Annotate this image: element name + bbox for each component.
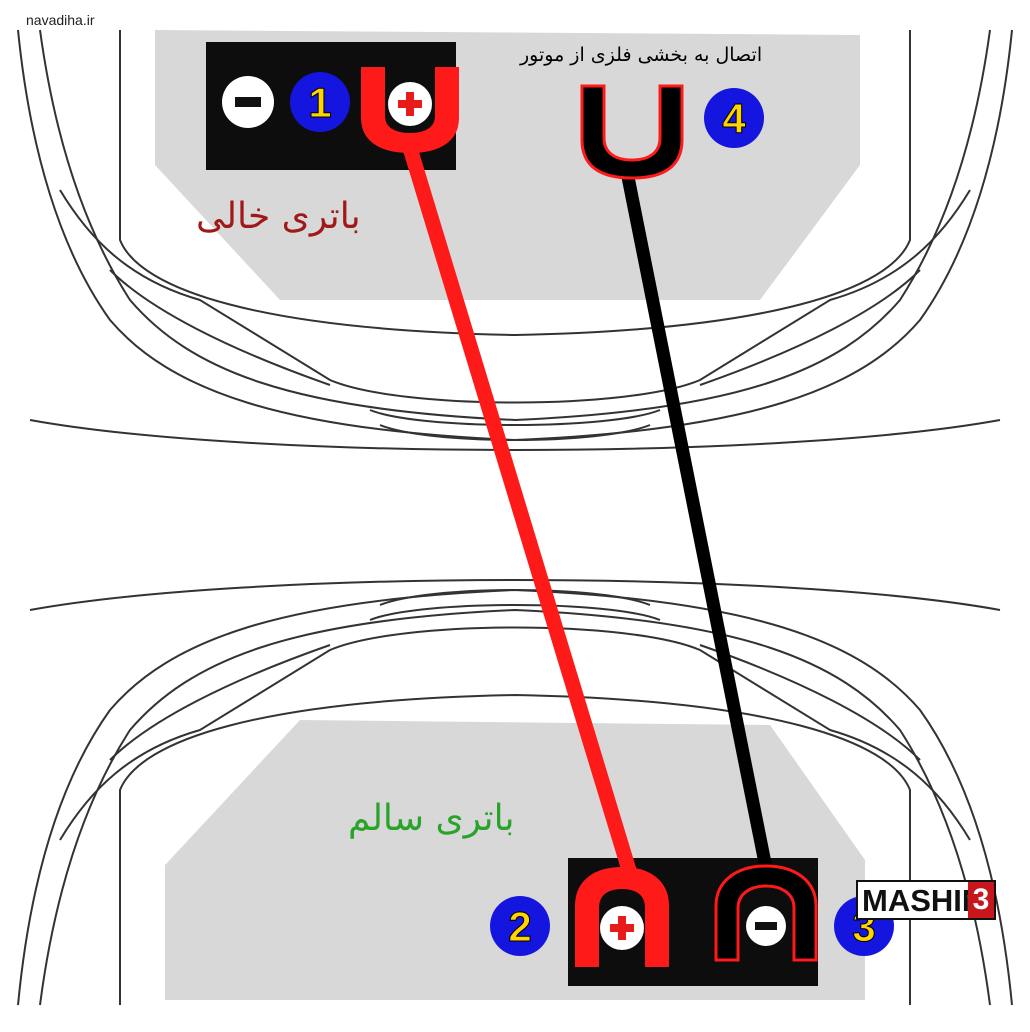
engine-ground-caption: اتصال به بخشی فلزی از موتور (520, 44, 763, 66)
good-negative-terminal (746, 906, 786, 946)
good-positive-terminal (600, 906, 644, 950)
red-clamp-good-positive (575, 866, 669, 967)
step-2-badge (490, 896, 550, 956)
step-4-number: 4 (722, 95, 746, 142)
dead-battery-label: باتری خالی (196, 196, 361, 237)
logo-number: 3 (968, 882, 994, 918)
negative-cable (620, 165, 775, 885)
site-watermark: navadiha.ir (26, 12, 95, 28)
step-2-number: 2 (508, 903, 531, 950)
good-battery-label: باتری سالم (348, 798, 515, 839)
black-clamp-engine-ground (580, 84, 684, 180)
dead-negative-terminal (222, 76, 274, 128)
positive-cable (402, 140, 640, 888)
step-4-badge (704, 88, 764, 148)
logo-text: MASHIN (862, 883, 985, 918)
black-clamp-good-negative (714, 864, 818, 962)
red-clamp-dead-positive (361, 67, 459, 154)
mashin3-logo: MASHIN 3 (856, 880, 996, 920)
bottom-car-outline (17, 579, 1013, 1006)
top-car-outline (17, 29, 1013, 451)
dead-positive-terminal (388, 82, 432, 126)
step-1-number: 1 (308, 79, 331, 126)
step-1-badge (290, 72, 350, 132)
